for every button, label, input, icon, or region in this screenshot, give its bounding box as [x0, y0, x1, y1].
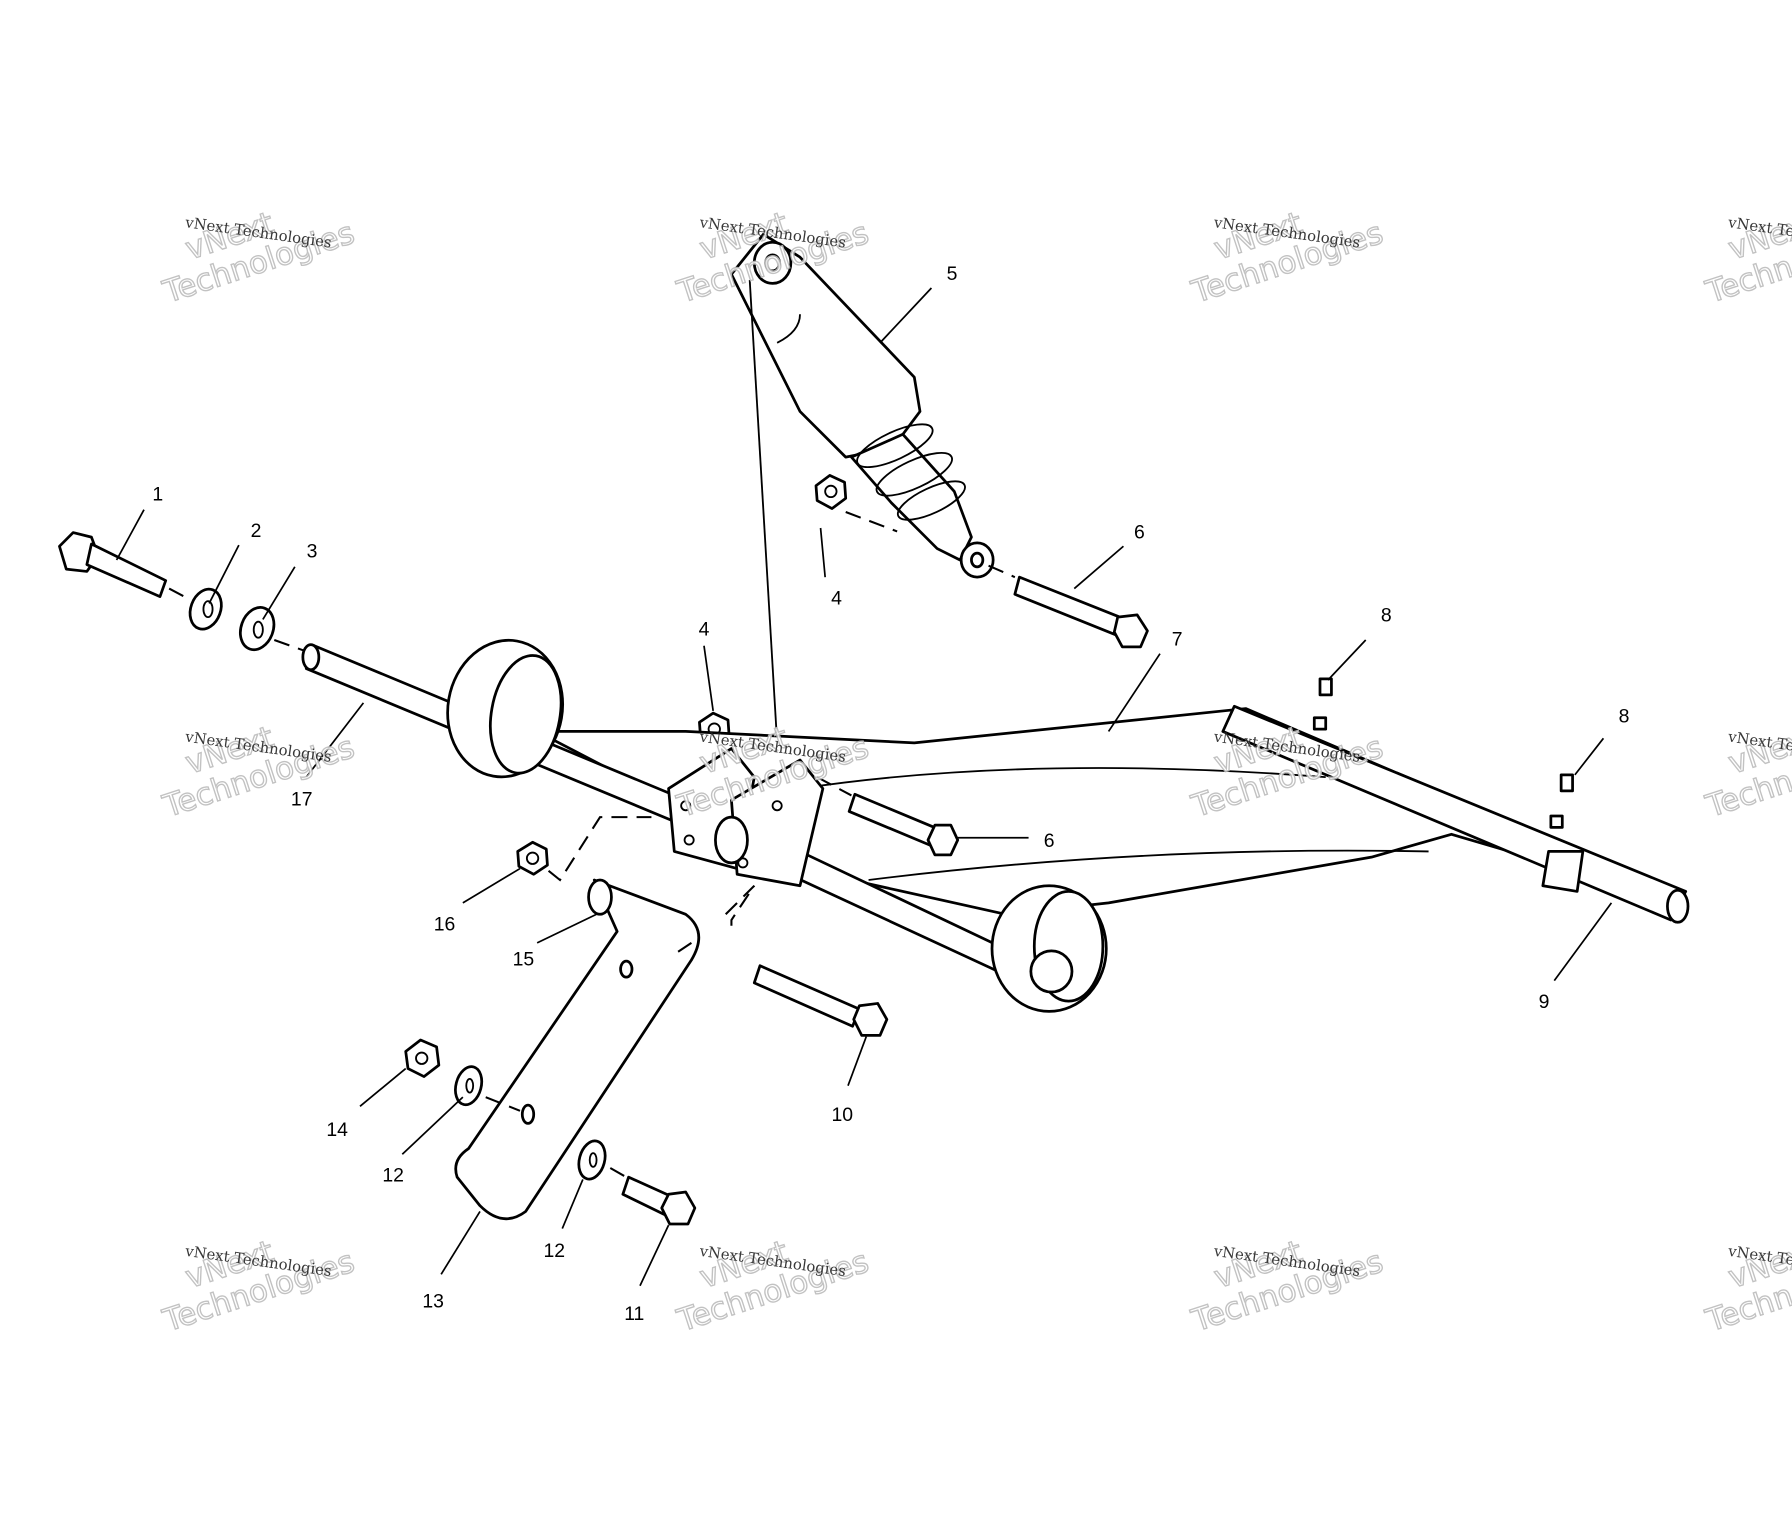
- link-arm-13: [454, 878, 701, 1221]
- watermark: vNext Technologies vNext Technologies: [158, 1233, 360, 1340]
- washer-12a: [454, 1065, 521, 1112]
- mounting-plate: [667, 747, 825, 888]
- grease-fitting-8a: [1312, 677, 1333, 731]
- callout-3: 3: [307, 541, 318, 563]
- bolt-10: [724, 884, 889, 1037]
- watermark: vNext Technologies vNext Technologies: [1700, 719, 1792, 826]
- callout-13: 13: [422, 1290, 444, 1312]
- callout-4-lower: 4: [699, 618, 710, 640]
- callout-2: 2: [251, 520, 262, 542]
- callout-15: 15: [513, 949, 535, 971]
- callout-16: 16: [434, 913, 456, 935]
- bolt-6-upper: [988, 564, 1149, 649]
- callout-8-right: 8: [1619, 705, 1630, 727]
- bolt-6-lower: [816, 776, 960, 857]
- washer-3: [239, 606, 307, 653]
- callout-9: 9: [1539, 991, 1550, 1013]
- watermark: vNext Technologies vNext Technologies: [1700, 205, 1792, 312]
- nut-14: [404, 1038, 441, 1078]
- callout-8-left: 8: [1381, 605, 1392, 627]
- nut-16: [516, 816, 652, 882]
- watermark: vNext Technologies vNext Technologies: [1186, 1233, 1388, 1340]
- watermark: vNext Technologies vNext Technologies: [158, 205, 360, 312]
- callout-7: 7: [1172, 629, 1183, 651]
- watermark: vNext Technologies vNext Technologies: [1700, 1233, 1792, 1340]
- callout-5: 5: [947, 263, 958, 285]
- watermark: vNext Technologies vNext Technologies: [158, 719, 360, 826]
- bolt-11: [621, 1175, 697, 1226]
- callout-labels: 1 2 3 4 4 5 6 7 8 8 6 9 10 11 12 12 13 1…: [152, 263, 1629, 1325]
- nut-4-upper: [814, 474, 898, 533]
- callout-12-left: 12: [382, 1165, 404, 1187]
- callout-12-right: 12: [543, 1240, 565, 1262]
- callout-6-lower: 6: [1044, 830, 1055, 852]
- callout-1: 1: [152, 484, 163, 506]
- grease-fitting-8b: [1549, 773, 1574, 829]
- callout-4-upper: 4: [831, 588, 842, 610]
- pivot-tube-9: [1221, 704, 1690, 924]
- callout-17: 17: [291, 789, 313, 811]
- watermark: vNext Technologies vNext Technologies: [672, 1233, 874, 1340]
- callout-11: 11: [624, 1303, 644, 1325]
- shaft-17: [301, 638, 1108, 1013]
- watermark: vNext Technologies vNext Technologies: [1186, 205, 1388, 312]
- washer-12b: [577, 1139, 627, 1181]
- shock-absorber: [730, 232, 995, 743]
- callout-10: 10: [831, 1104, 853, 1126]
- bolt-1: [58, 531, 190, 600]
- callout-6-upper: 6: [1134, 521, 1145, 543]
- leader-lines: [115, 287, 1613, 1287]
- callout-14: 14: [326, 1119, 348, 1141]
- washer-2: [188, 587, 223, 631]
